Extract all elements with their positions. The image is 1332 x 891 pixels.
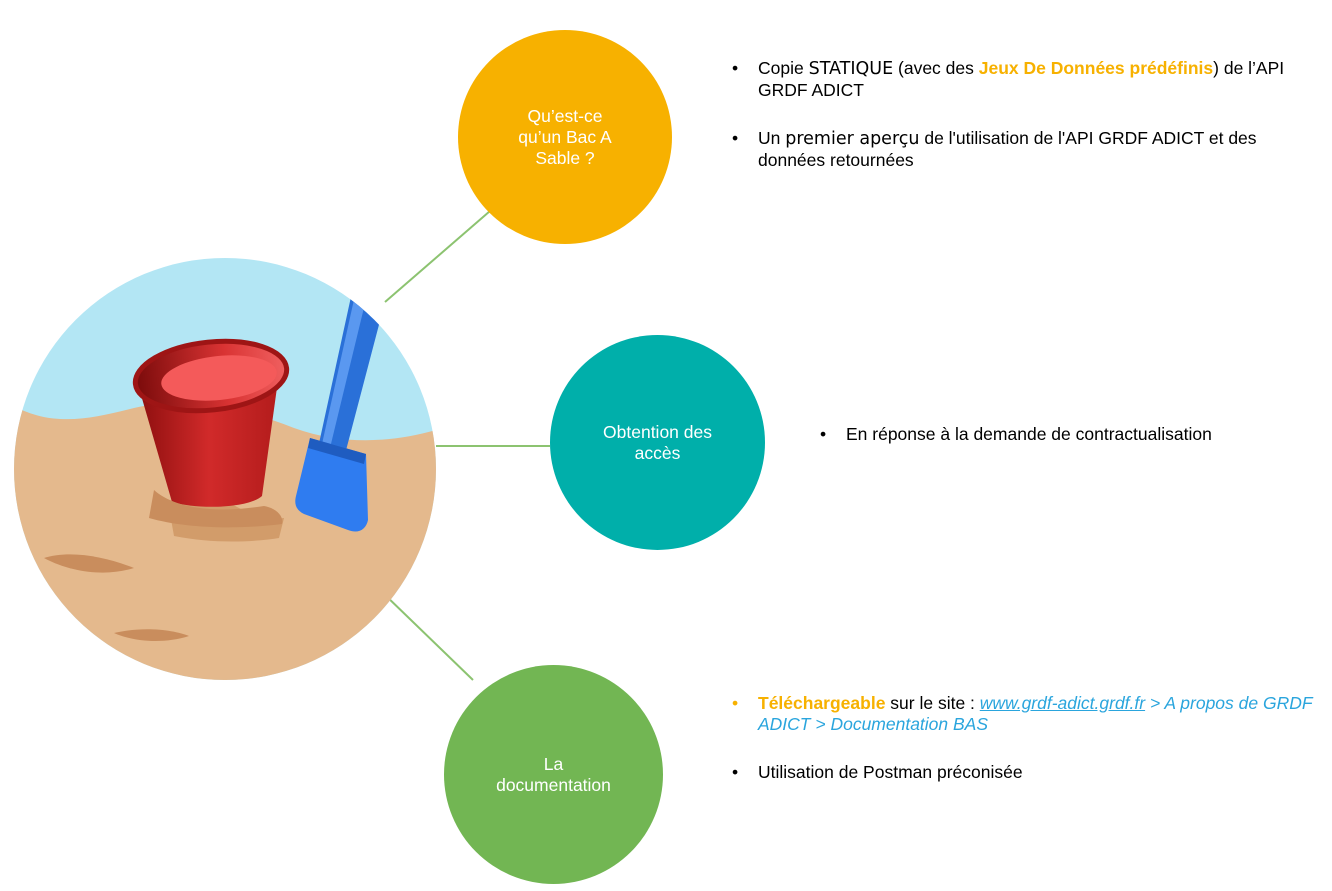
bullet-item: • Utilisation de Postman préconisée: [732, 762, 1332, 783]
connector-line-top: [384, 210, 491, 303]
bullet-list-documentation: • Téléchargeable sur le site : www.grdf-…: [732, 693, 1332, 783]
doc-path: > A propos de GRDF ADICT > Documentation…: [758, 693, 1313, 734]
bullet-icon: •: [732, 693, 739, 713]
node-label: Obtention des accès: [603, 421, 712, 463]
sand-front: [149, 490, 283, 528]
shovel-blade-edge: [308, 438, 366, 464]
node-documentation: La documentation: [444, 665, 663, 884]
text: de l'utilisation de l'API GRDF ADICT et …: [758, 128, 1257, 170]
text: ) de l’API GRDF ADICT: [758, 58, 1285, 100]
shovel-handle-highlight: [322, 286, 368, 448]
bullet-icon: •: [820, 424, 827, 444]
sand-shadow-1: [44, 554, 134, 573]
node-label: La documentation: [496, 753, 611, 795]
website-link[interactable]: www.grdf-adict.grdf.fr: [980, 693, 1145, 713]
highlight: Téléchargeable: [758, 693, 886, 713]
node-what-is-sandbox: Qu’est-ce qu’un Bac A Sable ?: [458, 30, 672, 244]
bullet-item: • Un premier aperçu de l'utilisation de …: [732, 128, 1292, 171]
link-text[interactable]: www.grdf-adict.grdf.fr: [979, 693, 1146, 713]
bullet-icon: •: [732, 762, 739, 782]
text: Utilisation de Postman préconisée: [758, 762, 1023, 782]
bucket-inner: [161, 355, 277, 401]
connector-line-bottom: [381, 591, 474, 681]
bullet-item: • Téléchargeable sur le site : www.grdf-…: [732, 693, 1332, 735]
bullet-item: • En réponse à la demande de contractual…: [820, 424, 1240, 445]
text: (avec des: [893, 58, 979, 78]
node-label: Qu’est-ce qu’un Bac A Sable ?: [518, 105, 612, 168]
bullet-item: • Copie STATIQUE (avec des Jeux De Donné…: [732, 58, 1292, 101]
text: sur le site :: [885, 693, 980, 713]
text: Un: [758, 128, 786, 148]
text: Copie: [758, 58, 809, 78]
highlight: Jeux De Données prédéfinis: [978, 58, 1214, 78]
sand-shadow-2: [114, 629, 189, 642]
keyword: premier aperçu: [785, 129, 920, 149]
shovel-blade: [295, 438, 368, 532]
bullet-icon: •: [732, 58, 739, 78]
bullet-list-what-is: • Copie STATIQUE (avec des Jeux De Donné…: [732, 58, 1292, 171]
bullet-list-access: • En réponse à la demande de contractual…: [820, 424, 1240, 445]
node-access: Obtention des accès: [550, 335, 765, 550]
keyword: STATIQUE: [808, 59, 894, 79]
bullet-icon: •: [732, 128, 739, 148]
text: En réponse à la demande de contractualis…: [846, 424, 1212, 444]
sand-bucket-illustration: [14, 258, 436, 680]
